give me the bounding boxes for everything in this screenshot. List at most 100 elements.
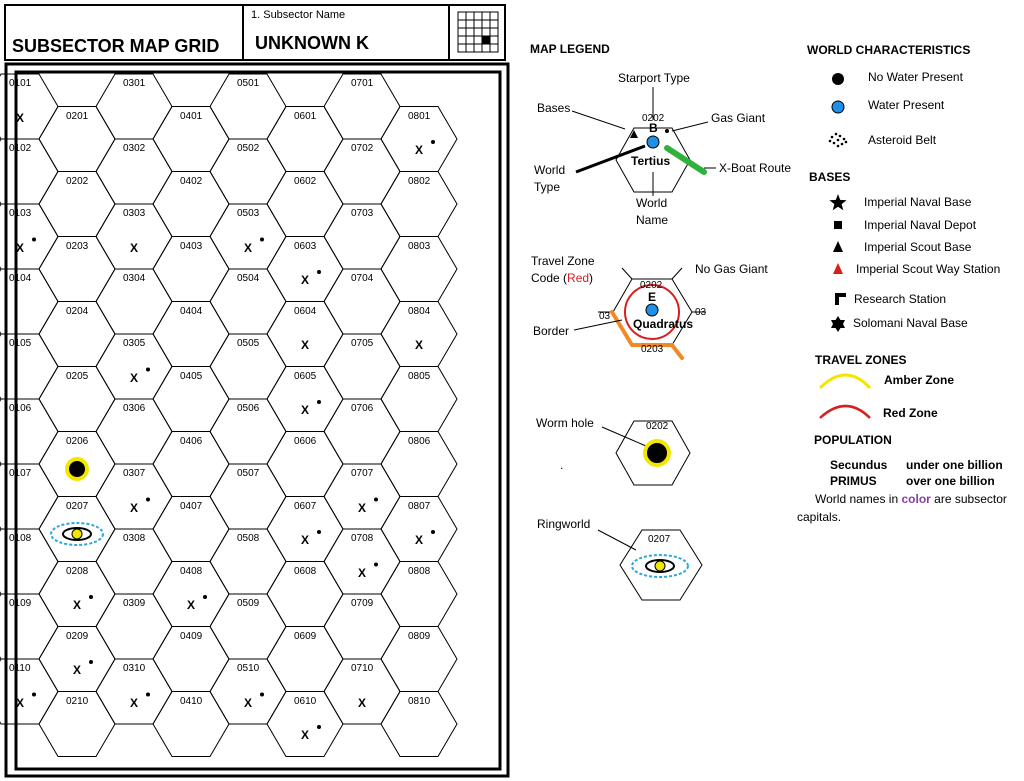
legend-zone-world-name: Quadratus — [633, 317, 694, 331]
travel-zone-amber: Amber Zone — [884, 373, 955, 387]
hex-number: 0705 — [351, 338, 374, 349]
gas-giant-dot — [260, 237, 264, 242]
gas-giant-dot — [260, 692, 264, 697]
hex-number: 0404 — [180, 305, 203, 317]
world-characteristics-title: WORLD CHARACTERISTICS — [807, 43, 971, 57]
hex-number: 0105 — [9, 338, 32, 349]
hex-number: 0202 — [66, 175, 89, 187]
world-marker: X — [301, 403, 310, 417]
gas-giant-dot — [203, 595, 207, 599]
ringworld-inner-ring — [62, 527, 92, 541]
research-station-icon — [835, 293, 846, 305]
legend-wormhole-hex-number: 0202 — [646, 421, 669, 432]
legend-world-name-1: World — [636, 196, 668, 210]
wormhole-icon — [65, 457, 89, 481]
legend-zone-starport: E — [648, 290, 657, 304]
hex-number: 0807 — [408, 500, 431, 512]
gas-giant-dot — [146, 692, 150, 697]
population-under: under one billion — [906, 458, 1003, 472]
world-marker: X — [301, 273, 310, 287]
asteroid-belt-icon — [828, 132, 848, 148]
gas-giant-dot — [431, 140, 435, 144]
hex-number: 0707 — [351, 468, 374, 479]
world-marker: X — [415, 143, 424, 157]
hex-number: 0305 — [123, 338, 146, 349]
legend-example-hex-number: 0202 — [642, 113, 665, 124]
hex-number: 0208 — [66, 565, 89, 577]
hex-number: 0604 — [294, 305, 317, 317]
hex-number: 0504 — [237, 273, 260, 284]
hex-number: 0606 — [294, 435, 317, 447]
hex-number: 0104 — [9, 273, 32, 284]
hex-number: 0306 — [123, 403, 146, 414]
subsector-name-value: UNKNOWN K — [255, 33, 369, 53]
hex-number: 0704 — [351, 273, 374, 284]
red-zone-arc — [819, 404, 871, 419]
hex-number: 0410 — [180, 695, 203, 707]
world-marker: X — [358, 500, 367, 515]
hex-number: 0307 — [123, 468, 146, 479]
hex-number: 0505 — [237, 338, 260, 349]
world-marker: X — [16, 695, 25, 710]
world-marker: X — [358, 695, 367, 710]
hex-number: 0709 — [351, 598, 374, 609]
hex-number: 0703 — [351, 208, 374, 219]
legend-travel-zone-1: Travel Zone — [531, 254, 595, 268]
legend-zone-hex-number-below: 0203 — [641, 344, 664, 355]
hex-number: 0806 — [408, 435, 431, 447]
hex-number: 0406 — [180, 435, 203, 447]
base-research-station: Research Station — [854, 292, 947, 306]
hex-number: 0602 — [294, 175, 317, 187]
gas-giant-dot — [32, 237, 36, 242]
world-marker: X — [130, 370, 139, 385]
hex-number: 0309 — [123, 598, 146, 609]
legend-ringworld: Ringworld — [537, 517, 591, 531]
no-water-icon — [832, 73, 844, 85]
legend-no-gas-giant: No Gas Giant — [695, 262, 768, 276]
world-marker: X — [244, 695, 253, 710]
hex-number: 0805 — [408, 370, 431, 382]
legend-example-starport: B — [649, 121, 658, 135]
world-marker: X — [16, 110, 25, 125]
hex-number: 0110 — [9, 663, 31, 674]
hex-number: 0803 — [408, 240, 431, 252]
hex-number: 0804 — [408, 305, 431, 317]
hex-number: 0808 — [408, 565, 431, 577]
hex-number: 0409 — [180, 630, 203, 642]
hex-number: 0102 — [9, 143, 32, 154]
world-marker: X — [301, 338, 310, 352]
hex-number: 0301 — [123, 78, 146, 89]
hex-number: 0401 — [180, 110, 203, 122]
population-title: POPULATION — [814, 433, 892, 447]
hex-number: 0809 — [408, 630, 431, 642]
hex-number: 0101 — [9, 78, 32, 89]
legend-xboat-route: X-Boat Route — [719, 161, 792, 175]
legend-example-hex — [571, 87, 716, 196]
base-scout-way-station: Imperial Scout Way Station — [856, 262, 1001, 276]
legend-zone-left-fragment: 03 — [599, 311, 611, 322]
gas-giant-dot — [89, 595, 93, 599]
hex-number: 0108 — [9, 533, 32, 544]
gas-giant-dot — [146, 367, 150, 372]
base-solomani-naval: Solomani Naval Base — [853, 316, 968, 330]
base-naval-depot: Imperial Naval Depot — [864, 218, 977, 232]
hex-number: 0502 — [237, 143, 260, 154]
population-note-line2: capitals. — [797, 510, 842, 524]
hex-number: 0203 — [66, 240, 89, 252]
hex-number: 0303 — [123, 208, 146, 219]
wc-water: Water Present — [868, 98, 945, 112]
wc-no-water: No Water Present — [868, 70, 963, 84]
gas-giant-dot — [431, 530, 435, 534]
gas-giant-dot — [317, 725, 321, 729]
legend-travel-zone-2: Code (Red) — [531, 271, 594, 285]
gas-giant-dot — [89, 660, 93, 664]
world-marker: X — [130, 240, 139, 255]
subsector-position-grid-icon — [457, 11, 499, 53]
world-marker: X — [73, 663, 82, 677]
hex-number: 0609 — [294, 630, 317, 642]
hex-number: 0408 — [180, 565, 203, 577]
triangle-icon — [833, 241, 843, 252]
world-marker: X — [130, 695, 139, 710]
gas-giant-dot — [146, 497, 150, 502]
hex-cell — [380, 691, 458, 757]
